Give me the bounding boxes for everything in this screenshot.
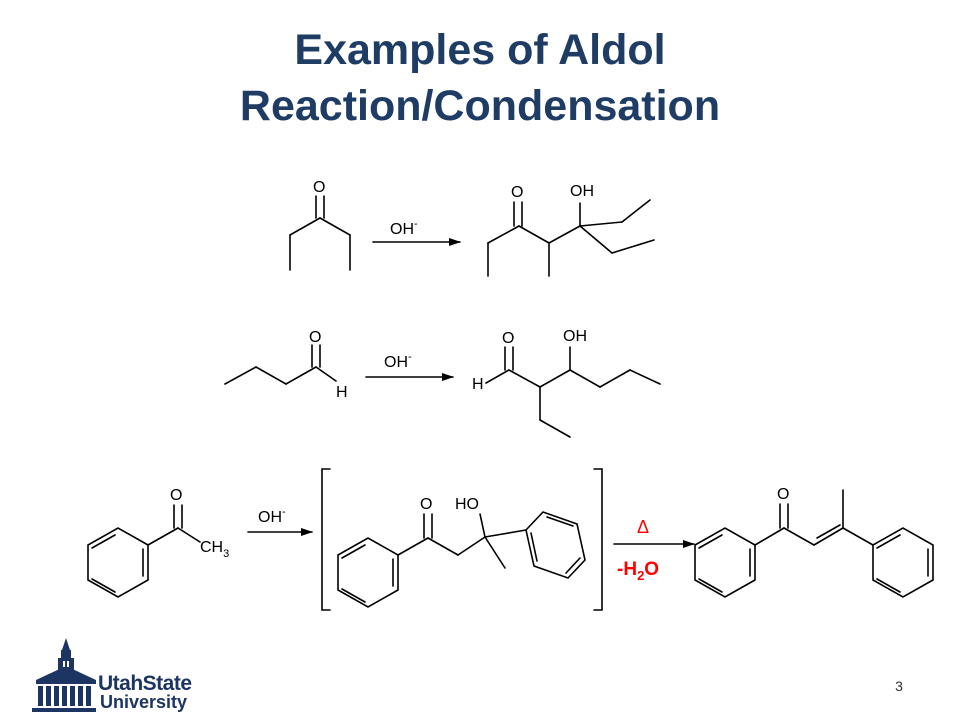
intermediate-aldol: O HO xyxy=(337,496,586,608)
reagent-charge: - xyxy=(414,218,418,230)
page-number: 3 xyxy=(895,678,903,694)
product-aldol-1: O OH xyxy=(487,183,655,277)
reagent-charge: - xyxy=(408,351,412,363)
reagent-label: OH xyxy=(384,354,408,371)
reagent-hydroxide-2: OH- xyxy=(365,351,454,381)
benzene-ring xyxy=(872,527,934,598)
water-loss-label: -H2O xyxy=(617,559,659,583)
heat-symbol: Δ xyxy=(637,517,649,537)
atom-hydrogen: H xyxy=(472,376,484,393)
atom-oxygen: O xyxy=(313,179,325,196)
title-line-1: Examples of Aldol xyxy=(294,26,666,74)
atom-hydroxyl: HO xyxy=(455,496,479,513)
title-line-2: Reaction/Condensation xyxy=(239,82,721,130)
benzene-ring xyxy=(694,527,756,598)
atom-oxygen: O xyxy=(502,330,514,347)
reaction-3: O CH3 OH- xyxy=(87,468,934,611)
svg-text:OH-: OH- xyxy=(384,351,412,371)
svg-text:OH-: OH- xyxy=(390,218,418,238)
methyl-group: CH3 xyxy=(200,539,229,560)
reactant-butanal: O H xyxy=(224,329,348,401)
logo-text-line-1: UtahState xyxy=(98,672,192,695)
utah-state-logo: UtahState University xyxy=(28,636,218,716)
benzene-ring xyxy=(525,511,586,579)
reaction-1: O OH- O OH xyxy=(289,179,655,277)
reagent-label: OH xyxy=(258,509,282,526)
product-enone: O xyxy=(694,486,934,598)
left-bracket xyxy=(321,468,331,611)
atom-hydroxyl: OH xyxy=(563,328,587,345)
old-main-building-icon xyxy=(32,638,96,712)
intermediate-bracket xyxy=(321,468,603,611)
product-aldol-2: O H OH xyxy=(472,328,661,438)
right-bracket xyxy=(593,468,603,611)
slide-title: Examples of Aldol Reaction/Condensation xyxy=(0,22,960,134)
atom-oxygen: O xyxy=(511,184,523,201)
atom-oxygen: O xyxy=(777,486,789,503)
reagent-hydroxide-3: OH- xyxy=(247,506,313,536)
atom-oxygen: O xyxy=(420,496,432,513)
atom-hydroxyl: OH xyxy=(570,183,594,200)
reagent-label: OH xyxy=(390,221,414,238)
atom-oxygen: O xyxy=(309,329,321,346)
reagent-charge: - xyxy=(282,506,286,518)
condensation-conditions: Δ -H2O xyxy=(613,517,695,583)
reactant-3-pentanone: O xyxy=(289,179,351,271)
logo-text-line-2: University xyxy=(100,692,188,712)
atom-hydrogen: H xyxy=(336,384,348,401)
benzene-ring xyxy=(87,527,149,598)
atom-oxygen: O xyxy=(170,487,182,504)
benzene-ring xyxy=(337,537,399,608)
reaction-2: O H OH- O H OH xyxy=(224,328,661,438)
reagent-hydroxide-1: OH- xyxy=(372,218,461,246)
svg-text:OH-: OH- xyxy=(258,506,286,526)
reactant-acetophenone: O CH3 xyxy=(87,487,229,598)
